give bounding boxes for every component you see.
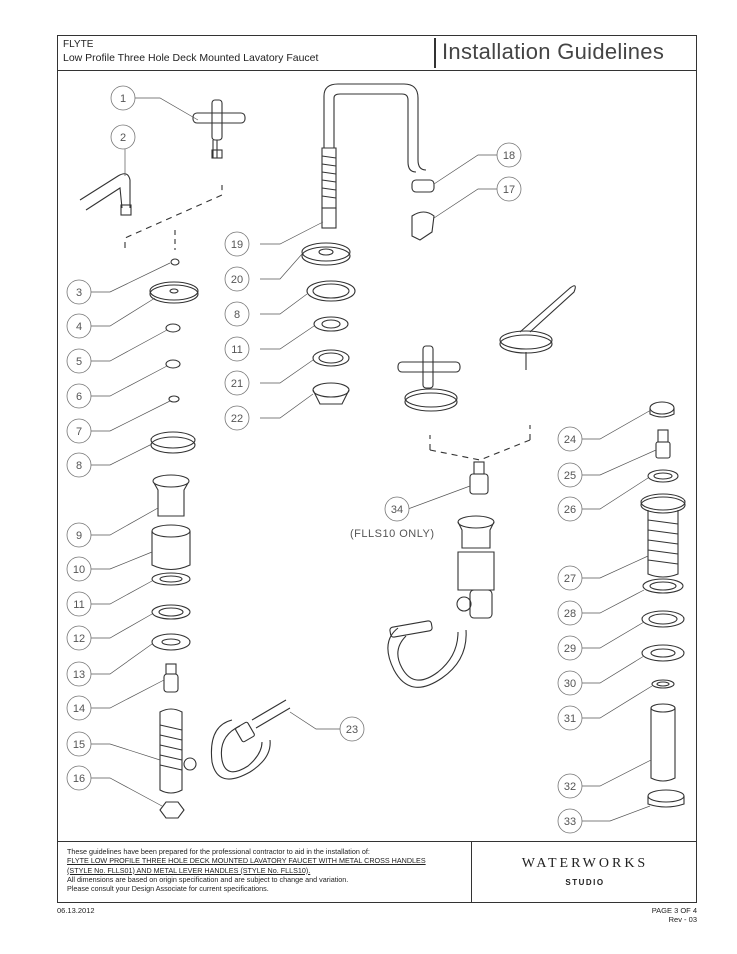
callout-label: 34: [391, 504, 403, 516]
disclaimer-line: Please consult your Design Associate for…: [67, 884, 269, 894]
callout-label: 6: [76, 391, 82, 403]
callout-label: 3: [76, 287, 82, 299]
callout-12: [66, 625, 92, 651]
callout-label: 22: [231, 413, 243, 425]
callout-28: [557, 600, 583, 626]
callout-25: [557, 462, 583, 488]
callout-21: [224, 370, 250, 396]
callout-3: [66, 279, 92, 305]
callout-label: 7: [76, 426, 82, 438]
callout-label: 26: [564, 504, 576, 516]
footer-block: These guidelines have been prepared for …: [57, 841, 697, 903]
callout-label: 16: [73, 773, 85, 785]
callout-label: 9: [76, 530, 82, 542]
cross-handle-part: [192, 99, 246, 159]
disclaimer-line: All dimensions are based on origin speci…: [67, 874, 349, 884]
document-date: 06.13.2012: [57, 906, 95, 915]
callout-20: [224, 266, 250, 292]
page-number: PAGE 3 OF 4: [651, 906, 697, 915]
product-title: Low Profile Three Hole Deck Mounted Lava…: [63, 52, 319, 64]
callout-label: 8: [234, 309, 240, 321]
callout-32: [557, 773, 583, 799]
callout-10: [66, 556, 92, 582]
callout-33: [557, 808, 583, 834]
callout-label: 12: [73, 633, 85, 645]
footer-divider: [471, 842, 472, 902]
callout-9: [66, 522, 92, 548]
callout-13: [66, 661, 92, 687]
section-title: Installation Guidelines: [442, 39, 665, 64]
callout-29: [557, 635, 583, 661]
callout-14: [66, 695, 92, 721]
callout-31: [557, 705, 583, 731]
callout-label: 25: [564, 470, 576, 482]
callout-label: 11: [73, 599, 84, 611]
callout-label: 1: [120, 93, 126, 105]
callout-label: 29: [564, 643, 576, 655]
header-divider: [434, 38, 436, 68]
callout-label: 13: [73, 669, 85, 681]
callout-label: 24: [564, 434, 576, 446]
callout-5: [66, 348, 92, 374]
page-frame: [57, 35, 697, 903]
callout-19: [224, 231, 250, 257]
callout-label: 17: [503, 184, 515, 196]
callout-label: 5: [76, 356, 82, 368]
callout-label: 15: [73, 739, 85, 751]
callout-8b: [224, 301, 250, 327]
waterworks-logo: WATERWORKS: [521, 856, 649, 871]
callout-26: [557, 496, 583, 522]
revision: Rev - 03: [668, 915, 697, 924]
callout-label: 32: [564, 781, 576, 793]
page-info: PAGE 3 OF 4 Rev - 03: [652, 906, 697, 924]
callout-4: [66, 313, 92, 339]
callout-22: [224, 405, 250, 431]
callout-label: 28: [564, 608, 576, 620]
callout-2: [110, 124, 136, 150]
disclaimer: These guidelines have been prepared for …: [67, 847, 467, 893]
callout-8: [66, 452, 92, 478]
callout-label: 23: [346, 724, 358, 736]
callout-6: [66, 383, 92, 409]
callout-11b: [224, 336, 250, 362]
lever-handle-part: [79, 173, 132, 216]
callout-label: 14: [73, 703, 85, 715]
callout-30: [557, 670, 583, 696]
title-block: FLYTE Low Profile Three Hole Deck Mounte…: [57, 35, 697, 71]
callout-label: 10: [73, 564, 85, 576]
exploded-parts-diagram: 1 2 3 4 5 6 7 8 9 10 11 12 13 14 15 16 1…: [66, 83, 686, 834]
callout-34: [384, 496, 410, 522]
disclaimer-styles: (STYLE No. FLLS01) AND METAL LEVER HANDL…: [67, 865, 311, 875]
callout-16: [66, 765, 92, 791]
callout-label: 31: [564, 713, 576, 725]
callout-label: 8: [76, 460, 82, 472]
callout-label: 19: [231, 239, 243, 251]
model-note: (FLLS10 ONLY): [350, 528, 435, 540]
disclaimer-product: FLYTE LOW PROFILE THREE HOLE DECK MOUNTE…: [67, 856, 426, 866]
brand-name: FLYTE: [63, 39, 94, 50]
callout-label: 20: [231, 274, 243, 286]
callout-label: 18: [503, 150, 515, 162]
callout-11: [66, 591, 92, 617]
callout-label: 27: [564, 573, 576, 585]
callout-1: [110, 85, 136, 111]
callout-label: 21: [231, 378, 243, 390]
callout-label: 11: [231, 344, 242, 356]
callout-15: [66, 731, 92, 757]
callout-markers: [66, 85, 583, 834]
disclaimer-line: These guidelines have been prepared for …: [67, 847, 370, 856]
callout-27: [557, 565, 583, 591]
callout-label: 4: [76, 321, 82, 333]
callout-label: 33: [564, 816, 576, 828]
callout-24: [557, 426, 583, 452]
callout-label: 2: [120, 132, 126, 144]
logo-subtitle: STUDIO: [565, 878, 605, 887]
callout-23: [339, 716, 365, 742]
callout-17: [496, 176, 522, 202]
callout-18: [496, 142, 522, 168]
callout-7: [66, 418, 92, 444]
callout-label: 30: [564, 678, 576, 690]
